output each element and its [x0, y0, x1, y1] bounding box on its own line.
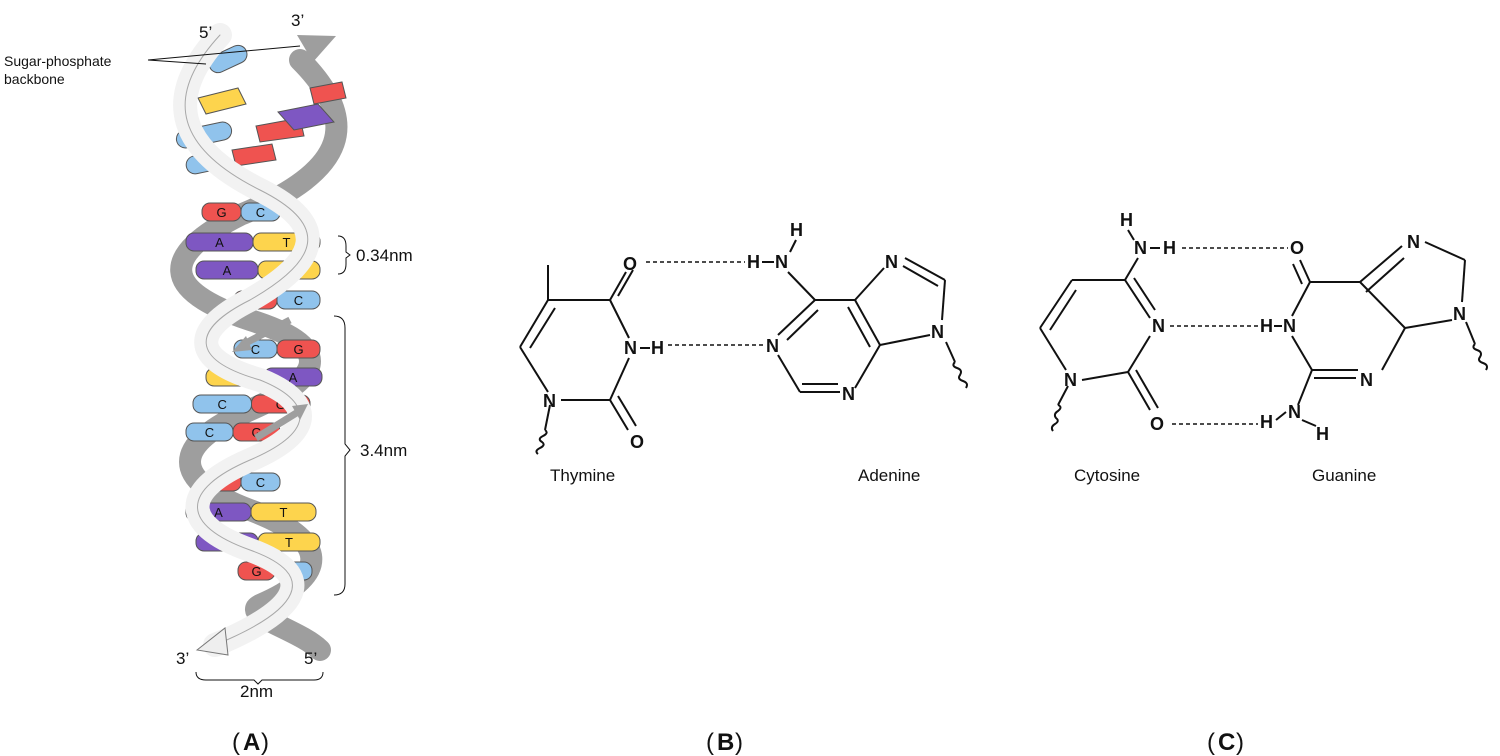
width-bracket — [195, 671, 324, 685]
panel-label-b: ( B ) — [706, 729, 743, 756]
svg-text:C: C — [1218, 729, 1235, 756]
pitch-bracket — [333, 315, 351, 596]
svg-text:): ) — [735, 729, 743, 756]
backbone-label-line2: backbone — [4, 71, 65, 87]
base-letter-right-9: T — [280, 505, 288, 520]
svg-text:N: N — [1283, 316, 1296, 336]
base-letter-right-1: T — [283, 235, 291, 250]
svg-text:N: N — [1407, 232, 1420, 252]
base-letter-right-10: T — [285, 535, 293, 550]
svg-text:N: N — [931, 322, 944, 342]
svg-text:H: H — [747, 252, 760, 272]
bottom-right-end-label: 5’ — [304, 649, 317, 668]
panel-c-cytosine-guanine: H N H N N O O — [1039, 210, 1488, 756]
top-right-end-label: 3’ — [291, 11, 304, 30]
base-right-9 — [250, 502, 317, 522]
svg-text:N: N — [1360, 370, 1373, 390]
bottom-left-end-label: 3’ — [176, 649, 189, 668]
svg-text:N: N — [842, 384, 855, 404]
svg-text:N: N — [543, 391, 556, 411]
base-letter-left-7: C — [205, 425, 214, 440]
base-letter-left-11: G — [251, 564, 261, 579]
base-letter-right-8: C — [256, 475, 265, 490]
thymine-structure: O N H N O — [519, 254, 664, 455]
guanine-label: Guanine — [1312, 466, 1376, 485]
svg-text:N: N — [775, 252, 788, 272]
pitch-label: 3.4nm — [360, 441, 407, 460]
svg-text:B: B — [717, 729, 734, 756]
direction-arrow-up — [254, 409, 300, 441]
base-letter-right-5: A — [289, 370, 298, 385]
svg-text:N: N — [885, 252, 898, 272]
svg-text:N: N — [1152, 316, 1165, 336]
cytosine-structure: H N H N N O — [1039, 210, 1176, 434]
adenine-label: Adenine — [858, 466, 920, 485]
backbone-label-line1: Sugar-phosphate — [4, 53, 112, 69]
backbone-arrow-top-right — [297, 35, 336, 62]
svg-text:(: ( — [706, 729, 714, 756]
svg-text:N: N — [1134, 238, 1147, 258]
svg-text:N: N — [1288, 402, 1301, 422]
svg-text:H: H — [651, 338, 664, 358]
panel-label-a: ( A ) — [232, 729, 269, 756]
svg-text:O: O — [1290, 238, 1304, 258]
svg-text:): ) — [1236, 729, 1244, 756]
rise-bracket — [337, 235, 351, 275]
svg-text:N: N — [624, 338, 637, 358]
base-letter-right-3: C — [294, 293, 303, 308]
base-letter-left-6: C — [218, 397, 227, 412]
svg-text:(: ( — [1207, 729, 1215, 756]
svg-text:H: H — [1260, 412, 1273, 432]
base-right-3 — [276, 290, 321, 310]
backbone-arrow-bottom-left — [195, 627, 229, 656]
svg-text:N: N — [1453, 304, 1466, 324]
svg-text:H: H — [1316, 424, 1329, 444]
base-right-8 — [240, 472, 281, 492]
svg-text:N: N — [766, 336, 779, 356]
top-left-end-label: 5’ — [199, 23, 212, 42]
adenine-structure: H N H N N N N — [747, 220, 968, 404]
direction-arrow-down — [240, 316, 292, 349]
panel-b-thymine-adenine: O N H N O H N H — [519, 220, 968, 756]
svg-text:N: N — [1064, 370, 1077, 390]
panel-label-c: ( C ) — [1207, 729, 1244, 756]
base-letter-left-1: A — [215, 235, 224, 250]
svg-text:A: A — [243, 729, 260, 756]
svg-text:H: H — [790, 220, 803, 240]
base-letter-right-7: G — [251, 425, 261, 440]
guanine-structure: O H N N H H N N — [1260, 232, 1488, 444]
base-letter-right-0: C — [256, 205, 265, 220]
svg-text:H: H — [1163, 238, 1176, 258]
cytosine-label: Cytosine — [1074, 466, 1140, 485]
rise-label: 0.34nm — [356, 246, 413, 265]
base-letter-left-9: A — [214, 505, 223, 520]
base-right-4 — [276, 339, 321, 359]
svg-text:(: ( — [232, 729, 240, 756]
base-letter-right-4: G — [293, 342, 303, 357]
width-label: 2nm — [240, 682, 273, 701]
svg-text:): ) — [261, 729, 269, 756]
base-letter-left-0: G — [216, 205, 226, 220]
base-letter-left-2: A — [223, 263, 232, 278]
base-letter-left-4: C — [251, 342, 260, 357]
thymine-label: Thymine — [550, 466, 615, 485]
svg-text:O: O — [1150, 414, 1164, 434]
svg-text:O: O — [630, 432, 644, 452]
svg-text:H: H — [1120, 210, 1133, 230]
svg-text:O: O — [623, 254, 637, 274]
svg-text:H: H — [1260, 316, 1273, 336]
